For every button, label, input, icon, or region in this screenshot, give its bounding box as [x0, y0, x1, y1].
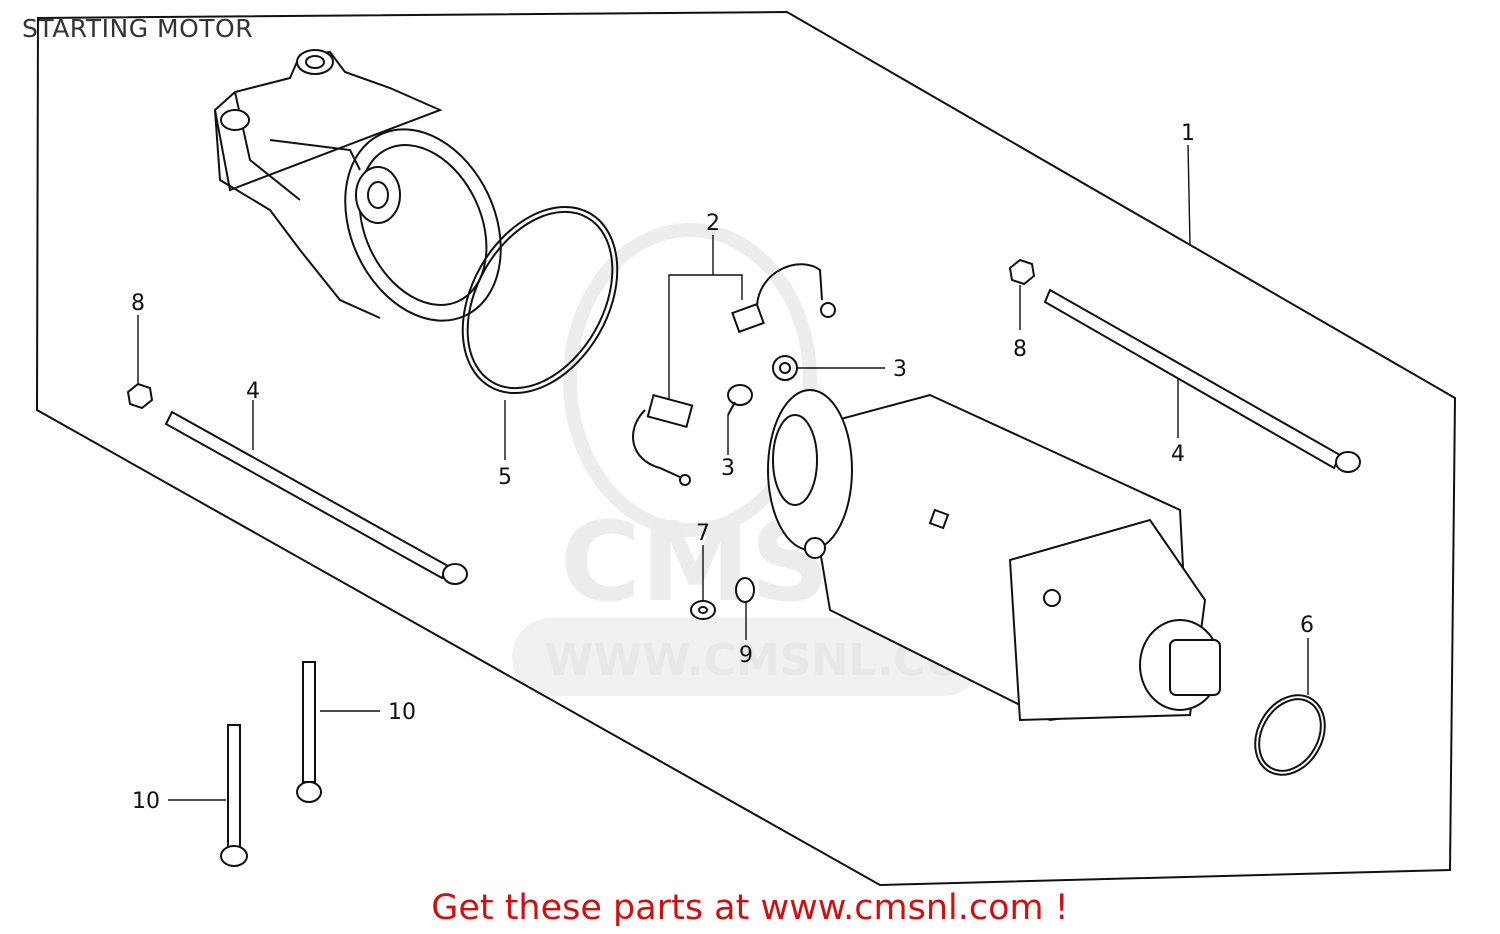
callout-8-left: 8	[131, 291, 145, 316]
flange-bolt-lower	[220, 724, 248, 867]
hex-nut-right	[1008, 258, 1036, 286]
starter-motor-assembly	[767, 389, 1221, 722]
callout-8-right: 8	[1013, 337, 1027, 362]
flange-bolt-upper	[296, 661, 322, 803]
o-ring-small	[1254, 694, 1326, 776]
callout-7: 7	[696, 521, 710, 546]
callout-6: 6	[1300, 613, 1314, 638]
starter-rear-cover	[213, 49, 502, 322]
callout-3-upper: 3	[893, 357, 907, 382]
lock-washer-9	[735, 577, 755, 603]
callout-1: 1	[1181, 121, 1195, 146]
assembly-boundary	[35, 10, 1457, 887]
o-ring-large	[461, 205, 619, 395]
leader-lines	[137, 144, 1309, 801]
through-bolt-right	[1043, 288, 1361, 473]
diagram-title: STARTING MOTOR	[22, 14, 254, 43]
callout-9: 9	[739, 643, 753, 668]
callout-2: 2	[706, 211, 720, 236]
callout-5: 5	[498, 465, 512, 490]
terminal-nut	[727, 355, 798, 416]
callout-10-left: 10	[132, 789, 160, 814]
washer-7	[690, 600, 716, 620]
footer-link[interactable]: Get these parts at www.cmsnl.com !	[431, 888, 1069, 928]
callout-4-right: 4	[1171, 442, 1185, 467]
brush-set	[632, 263, 836, 486]
through-bolt-left	[164, 410, 468, 585]
hex-nut-left	[126, 382, 154, 410]
callout-4-left: 4	[246, 379, 260, 404]
callout-10-right: 10	[388, 700, 416, 725]
callout-3-lower: 3	[721, 456, 735, 481]
